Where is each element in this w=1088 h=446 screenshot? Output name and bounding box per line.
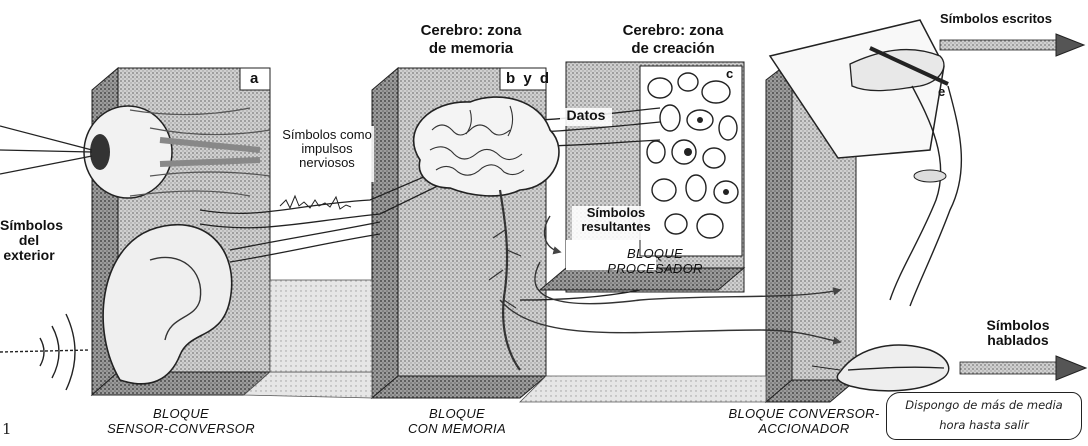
sound-waves-icon <box>0 314 90 390</box>
memory-block-label: BLOQUE CON MEMORIA <box>382 406 532 436</box>
actuator-block-label: BLOQUE CONVERSOR- ACCIONADOR <box>714 406 894 436</box>
letter-e: e <box>938 84 945 99</box>
letter-c: c <box>726 66 733 81</box>
margin-mark: 1 <box>2 420 12 438</box>
letter-a: a <box>250 70 258 87</box>
symbols-exterior-label: Símbolos del exterior <box>0 218 58 263</box>
letter-b-y-d: b y d <box>506 70 551 87</box>
spoken-symbols-label: Símbolos hablados <box>966 318 1070 348</box>
processor-block-label: BLOQUE PROCESADOR <box>596 246 714 276</box>
incoming-light-lines <box>0 126 92 174</box>
handwritten-note: Dispongo de más de media hora hasta sali… <box>886 392 1082 440</box>
creation-zone-label: Cerebro: zona de creación <box>598 22 748 58</box>
resulting-symbols-label: Símbolos resultantes <box>570 206 662 234</box>
bottom-slab <box>520 376 766 402</box>
spoken-symbols-arrow <box>960 356 1086 380</box>
written-symbols-label: Símbolos escritos <box>940 12 1082 26</box>
data-label: Datos <box>560 108 612 123</box>
sensor-block-label: BLOQUE SENSOR-CONVERSOR <box>86 406 276 436</box>
memory-zone-label: Cerebro: zona de memoria <box>396 22 546 58</box>
written-symbols-arrow <box>940 34 1084 56</box>
nerve-impulses-label: Símbolos como impulsos nerviosos <box>278 128 376 170</box>
